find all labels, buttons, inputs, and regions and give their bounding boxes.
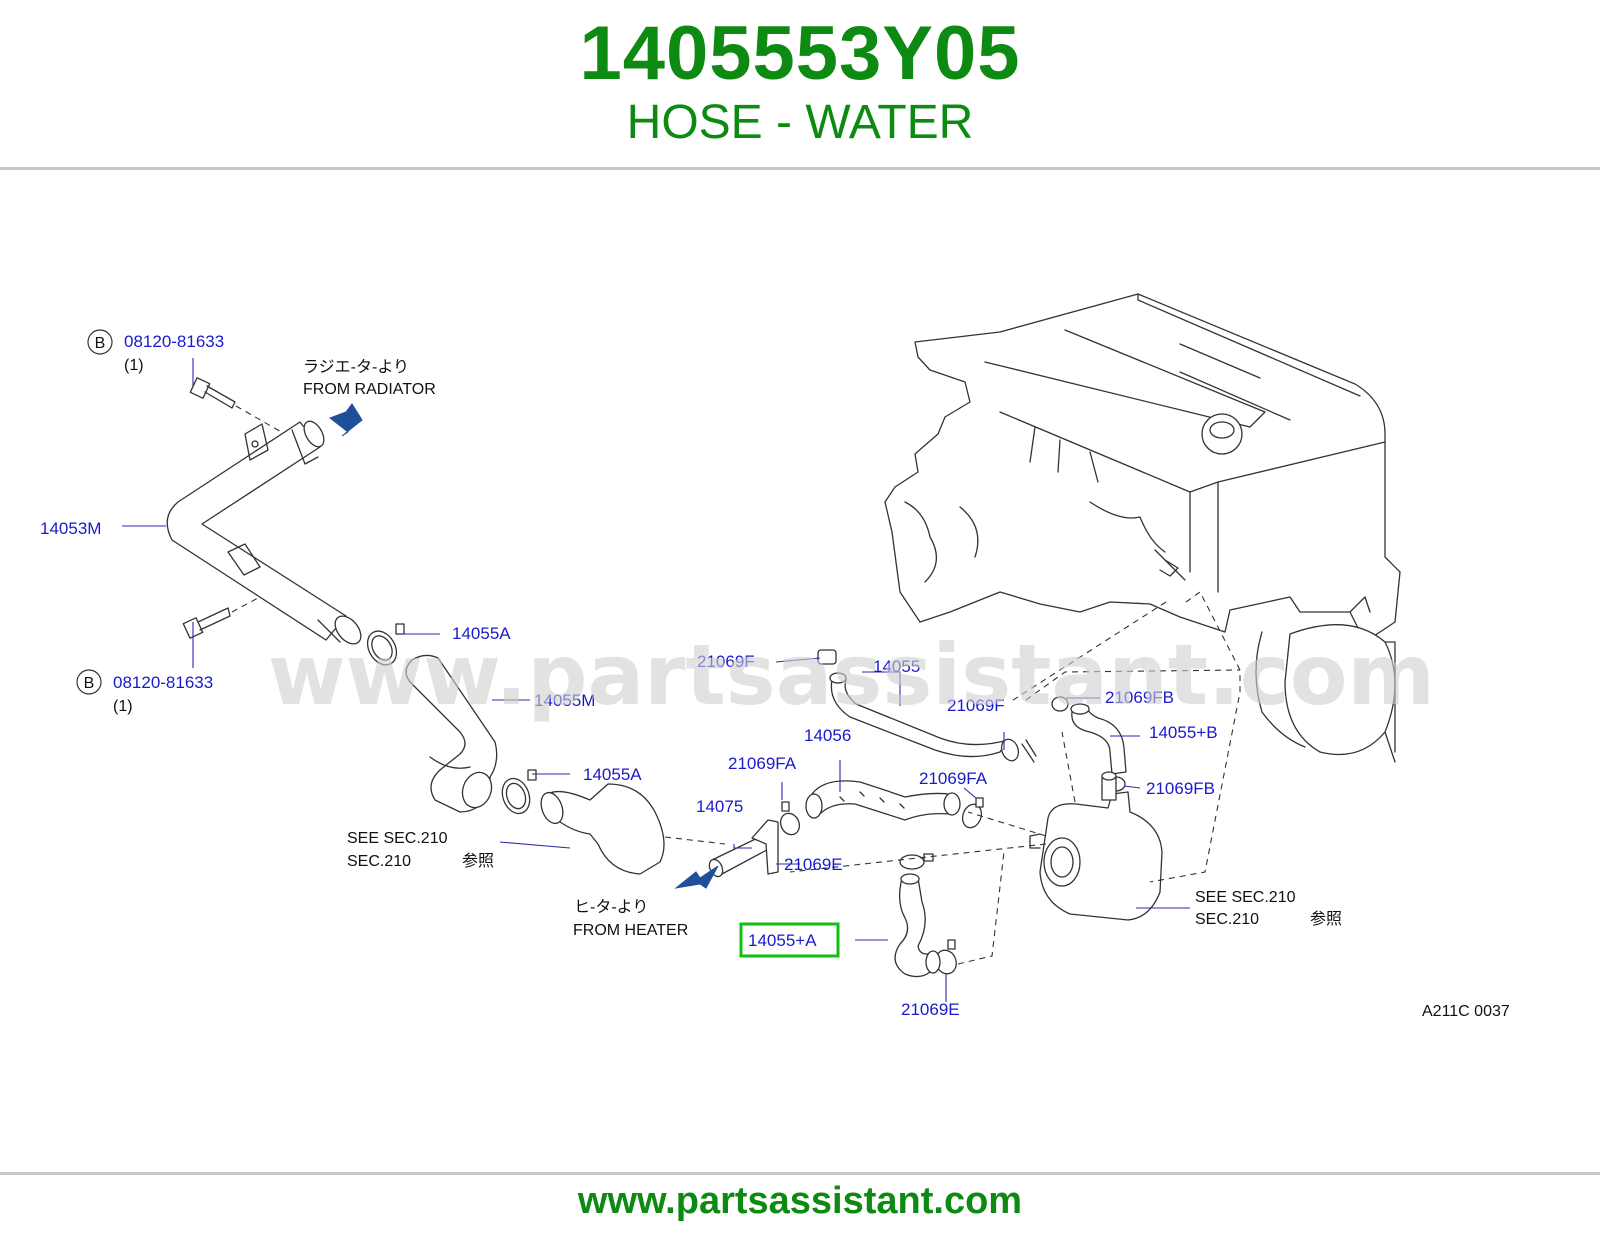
label-14055m[interactable]: 14055M xyxy=(534,691,595,710)
label-21069e-upper[interactable]: 21069E xyxy=(784,855,843,874)
leader-lines xyxy=(122,358,1190,1002)
part-number-title: 1405553Y05 xyxy=(579,11,1021,96)
label-14075[interactable]: 14075 xyxy=(696,797,743,816)
part-name-subtitle: HOSE - WATER xyxy=(626,96,974,149)
svg-text:14055+A: 14055+A xyxy=(748,931,817,950)
watermark-text: www.partsassistant.com xyxy=(268,626,1435,724)
clamp-14055a-lower-drawing xyxy=(501,769,537,815)
label-21069fa-left[interactable]: 21069FA xyxy=(728,754,797,773)
hose-14056-drawing xyxy=(805,780,961,821)
clamp-21069e-lower-drawing xyxy=(935,939,957,975)
note-see-left-2: SEC.210 xyxy=(347,853,411,870)
label-21069fb-lower[interactable]: 21069FB xyxy=(1146,779,1215,798)
water-outlet-elbow-drawing xyxy=(540,783,726,875)
label-21069f-right[interactable]: 21069F xyxy=(947,696,1005,715)
clamp-21069fa-left-drawing xyxy=(779,801,801,836)
thermostat-housing-drawing xyxy=(789,731,1163,921)
from-radiator-arrow-icon xyxy=(328,403,363,437)
hose-14055m-drawing xyxy=(405,654,498,813)
note-heater-en: FROM HEATER xyxy=(573,922,688,939)
hose-14055a-drawing xyxy=(894,851,1005,978)
from-heater-arrow-icon xyxy=(674,865,719,889)
label-bolt-bottom[interactable]: 08120-81633 xyxy=(113,673,213,692)
note-see-right-1: SEE SEC.210 xyxy=(1195,889,1296,906)
label-bolt-top-qty: (1) xyxy=(124,357,144,374)
label-21069f-left[interactable]: 21069F xyxy=(697,652,755,671)
tube-14075-drawing xyxy=(708,819,779,878)
clamp-21069fa-right-drawing xyxy=(961,797,984,829)
bolt-badge-top: B xyxy=(87,329,113,355)
pipe-14053m-drawing xyxy=(166,420,362,645)
label-14053m[interactable]: 14053M xyxy=(40,519,101,538)
bolt-badge-bottom: B xyxy=(76,669,102,695)
note-see-right-2: SEC.210 xyxy=(1195,911,1259,928)
note-radiator-jp: ラジエ-タ-より xyxy=(303,358,409,376)
header-divider xyxy=(0,167,1600,170)
label-21069fa-right[interactable]: 21069FA xyxy=(919,769,988,788)
label-21069fb-upper[interactable]: 21069FB xyxy=(1105,688,1174,707)
note-radiator-en: FROM RADIATOR xyxy=(303,381,436,398)
bolt-bottom-drawing xyxy=(182,597,259,639)
note-see-left-jp: 参照 xyxy=(462,852,494,870)
note-see-right-jp: 参照 xyxy=(1310,910,1342,928)
label-14056[interactable]: 14056 xyxy=(804,726,851,745)
note-heater-jp: ヒ-タ-より xyxy=(574,898,648,916)
parts-diagram: B B 08120-81633 (1) 08120-81633 (1) 1405… xyxy=(40,293,1510,1020)
note-see-left-1: SEE SEC.210 xyxy=(347,830,448,847)
label-14055[interactable]: 14055 xyxy=(873,657,920,676)
label-14055a-upper[interactable]: 14055A xyxy=(452,624,511,643)
label-14055a-highlighted[interactable]: 14055+A xyxy=(739,922,840,958)
hose-14055-drawing xyxy=(817,649,1037,763)
footer-divider xyxy=(0,1172,1600,1175)
svg-text:B: B xyxy=(95,335,106,352)
page-header: 1405553Y05 HOSE - WATER xyxy=(0,0,1600,170)
label-14055a-lower[interactable]: 14055A xyxy=(583,765,642,784)
clamp-21069e-upper-drawing xyxy=(899,853,934,870)
footer-website-link[interactable]: www.partsassistant.com xyxy=(577,1180,1023,1222)
label-bolt-top[interactable]: 08120-81633 xyxy=(124,332,224,351)
engine-block-drawing xyxy=(884,293,1401,763)
bolt-top-drawing xyxy=(189,377,291,438)
svg-text:B: B xyxy=(84,675,95,692)
diagram-code: A211C 0037 xyxy=(1422,1003,1510,1020)
label-bolt-bottom-qty: (1) xyxy=(113,698,133,715)
label-21069e-lower[interactable]: 21069E xyxy=(901,1000,960,1019)
label-14055b[interactable]: 14055+B xyxy=(1149,723,1218,742)
